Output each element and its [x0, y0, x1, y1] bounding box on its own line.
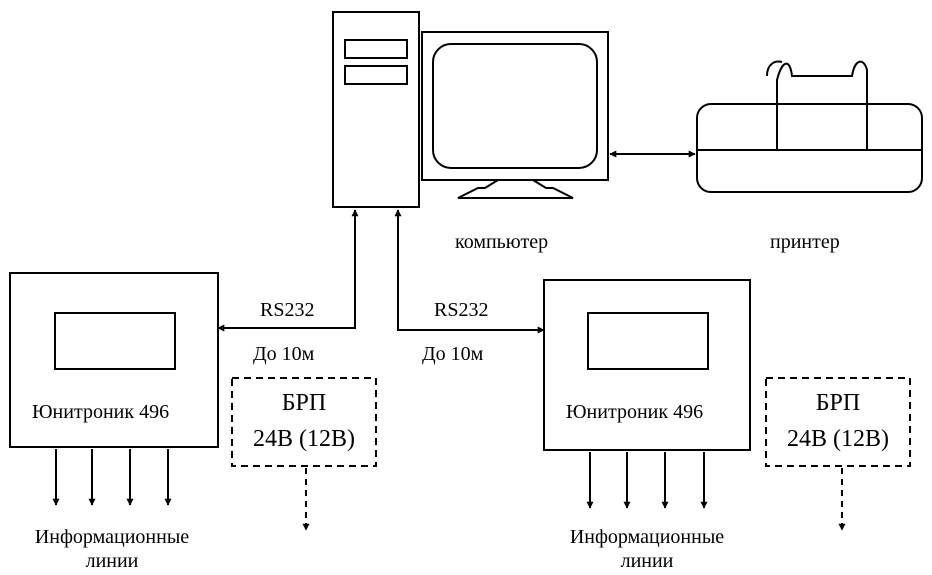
link-left-distance: До 10м: [253, 343, 315, 365]
link-left-protocol: RS232: [260, 299, 314, 321]
monitor-icon: [421, 31, 609, 199]
device-right-output-lines: [586, 452, 708, 509]
power-unit-left-voltage: 24В (12В): [253, 426, 355, 452]
device-left-lines-label-1: Информационные: [35, 526, 189, 548]
power-unit-right-title: БРП: [816, 390, 860, 416]
device-right-box: [543, 279, 751, 451]
power-unit-left: БРП 24В (12В): [231, 377, 377, 531]
device-left: Юнитроник 496 Информационные линии: [9, 272, 219, 572]
device-left-name: Юнитроник 496: [32, 401, 169, 423]
device-left-output-lines: [52, 449, 172, 506]
computer-label: компьютер: [455, 231, 548, 253]
device-left-display: [54, 312, 176, 370]
power-unit-right-voltage: 24В (12В): [787, 426, 889, 452]
device-right-name: Юнитроник 496: [566, 401, 703, 423]
device-right-lines-label-2: линии: [621, 550, 674, 572]
printer-label: принтер: [770, 231, 840, 253]
power-unit-left-box: [231, 377, 377, 467]
link-right-distance: До 10м: [422, 343, 484, 365]
printer-icon: [696, 60, 923, 193]
link-left-line: [217, 209, 359, 332]
computer-tower-icon: [332, 11, 420, 208]
link-right-line: [394, 209, 545, 334]
device-right-lines-label-1: Информационные: [570, 526, 724, 548]
power-unit-right-box: [765, 377, 911, 467]
device-left-lines-label-2: линии: [86, 550, 139, 572]
device-right: Юнитроник 496 Информационные линии: [543, 279, 751, 572]
device-left-box: [9, 272, 219, 448]
link-right-protocol: RS232: [434, 299, 488, 321]
device-right-display: [587, 312, 709, 370]
power-unit-left-title: БРП: [282, 390, 326, 416]
power-unit-right: БРП 24В (12В): [765, 377, 911, 531]
